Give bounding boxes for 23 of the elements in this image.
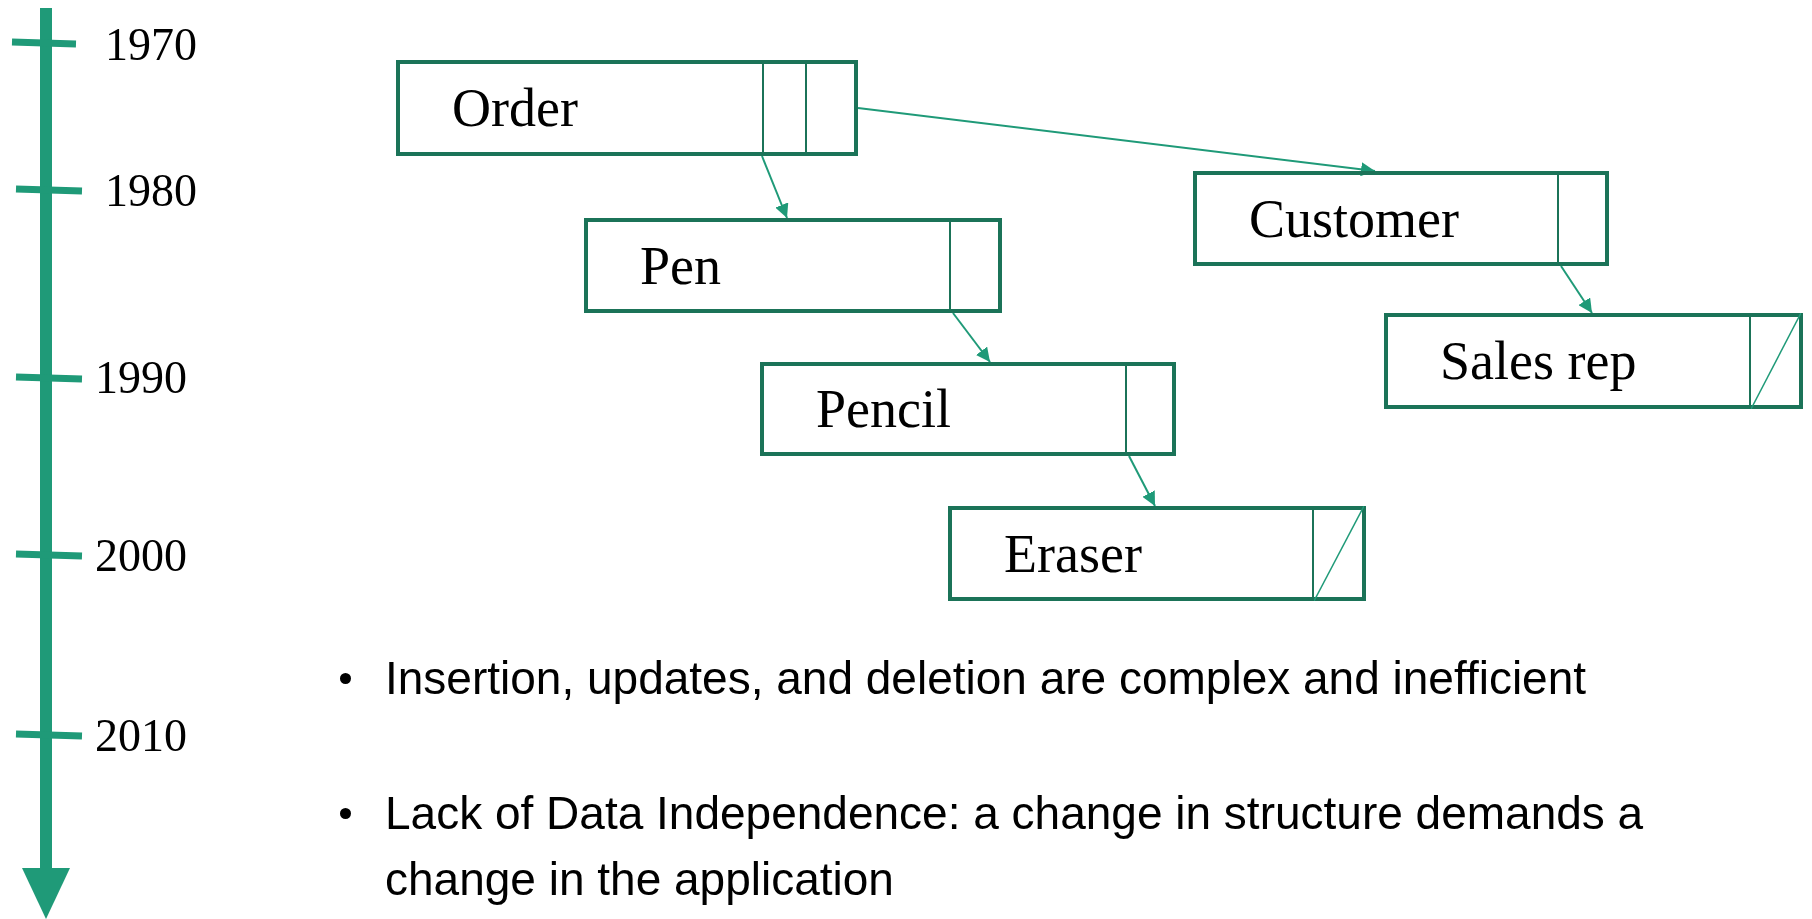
record-box (1193, 171, 1609, 266)
record-name: Pencil (816, 382, 951, 436)
year-label: 2010 (95, 713, 187, 759)
record-box (948, 506, 1366, 601)
pointer-arrow (857, 107, 1376, 177)
year-label: 1990 (95, 355, 187, 401)
record-name: Customer (1249, 191, 1459, 246)
year-label: 2000 (95, 533, 187, 579)
bullet-point: Insertion, updates, and deletion are complex and inefficient (385, 651, 1588, 706)
record-name: Pen (640, 238, 721, 293)
record-box (1384, 313, 1803, 409)
year-label: 1980 (105, 168, 197, 214)
record-name: Order (452, 81, 578, 135)
record-box (396, 60, 858, 156)
record-name: Eraser (1004, 526, 1142, 581)
record-box (760, 362, 1176, 456)
year-label: 1970 (105, 22, 197, 68)
bullet-point: Lack of Data Independence: a change in structure demands a change in the application (385, 786, 1645, 907)
pointer-arrow (761, 155, 789, 219)
record-box (584, 218, 1002, 313)
pointer-arrow (1560, 265, 1593, 314)
pointer-arrow (952, 312, 991, 363)
pointer-arrow (1128, 455, 1156, 507)
